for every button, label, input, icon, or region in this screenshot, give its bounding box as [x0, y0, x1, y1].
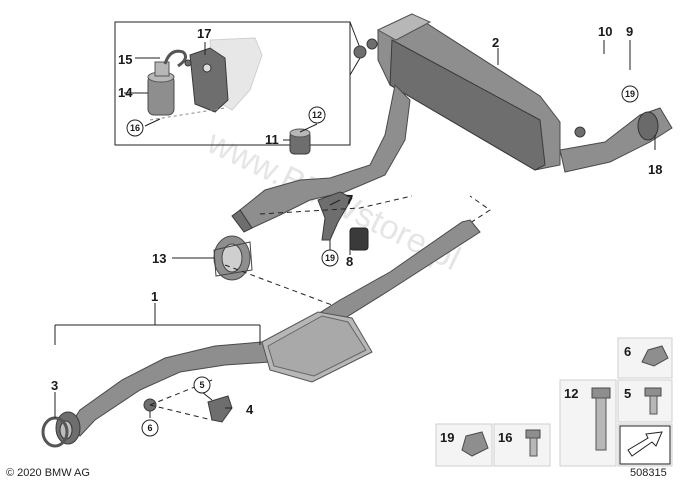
circled-part-6: 6	[147, 423, 152, 433]
rubber-mount-part-8	[349, 227, 369, 251]
diagram-number: 508315	[630, 467, 667, 479]
circled-part-5: 5	[199, 380, 204, 390]
label-part-10: 10	[598, 24, 612, 39]
legend-label-6: 6	[624, 344, 631, 359]
circled-part-16: 16	[130, 123, 140, 133]
label-part-8: 8	[346, 254, 353, 269]
damper-part-11	[289, 128, 311, 155]
label-part-13: 13	[152, 251, 166, 266]
circled-part-12: 12	[312, 110, 322, 120]
label-part-1: 1	[151, 289, 158, 304]
rear-silencer	[353, 13, 586, 171]
copyright-text: © 2020 BMW AG	[6, 467, 90, 479]
label-part-3: 3	[51, 378, 58, 393]
leader-lines	[54, 40, 656, 418]
circled-part-19-top: 19	[625, 89, 635, 99]
bracket-part-7	[317, 191, 353, 241]
legend-label-19: 19	[440, 430, 454, 445]
label-part-14: 14	[118, 85, 133, 100]
legend-label-12: 12	[564, 386, 578, 401]
label-part-18: 18	[648, 162, 662, 177]
label-part-15: 15	[118, 52, 132, 67]
fastener-legend	[435, 337, 673, 467]
clamp-part-13	[213, 235, 253, 281]
front-pipe-assembly	[55, 219, 481, 445]
intermediate-pipe	[231, 83, 411, 233]
label-part-9: 9	[626, 24, 633, 39]
part-labels: 2 15 17 14 10 9 18 11 7 8 13 1 3 4	[51, 24, 662, 417]
detail-inset	[114, 21, 361, 146]
circled-labels: 16 19 12 19 5 6	[126, 85, 639, 437]
label-part-4: 4	[246, 402, 254, 417]
legend-label-5: 5	[624, 386, 631, 401]
label-part-2: 2	[492, 35, 499, 50]
label-part-11: 11	[265, 132, 279, 147]
circled-part-19-mid: 19	[325, 253, 335, 263]
label-part-7: 7	[346, 192, 353, 207]
legend-labels: 6 5 12 19 16	[440, 344, 631, 445]
label-part-17: 17	[197, 26, 211, 41]
bracket-part-4	[207, 395, 233, 423]
tailpipe	[559, 107, 673, 173]
legend-label-16: 16	[498, 430, 512, 445]
